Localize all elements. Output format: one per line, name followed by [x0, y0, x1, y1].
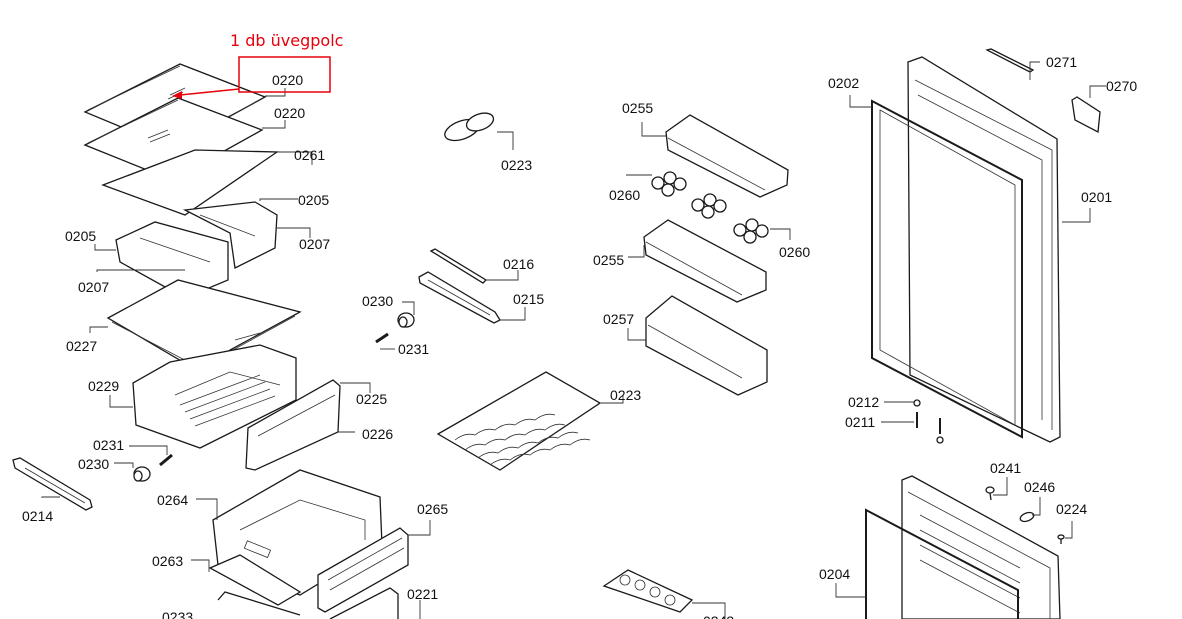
callout-0260[interactable]: 0260: [609, 187, 640, 203]
callout-0255[interactable]: 0255: [622, 100, 653, 116]
freezer-drawer-front-0265: [317, 527, 409, 613]
callout-0241[interactable]: 0241: [990, 460, 1021, 476]
freezer-door: [901, 475, 1061, 619]
door-shelf-0255-middle: [643, 219, 767, 303]
callout-0271[interactable]: 0271: [1046, 54, 1077, 70]
strip-0216: [429, 248, 488, 284]
rail-0214: [12, 457, 93, 511]
callout-0263[interactable]: 0263: [152, 553, 183, 569]
part-0224: [1057, 534, 1065, 544]
callout-0231[interactable]: 0231: [398, 341, 429, 357]
callout-0211[interactable]: 0211: [845, 414, 875, 430]
callout-0207[interactable]: 0207: [299, 236, 330, 252]
callout-0214[interactable]: 0214: [22, 508, 53, 524]
callout-0264[interactable]: 0264: [157, 492, 188, 508]
small-drawers-0205: [115, 201, 278, 299]
plate-0263: [208, 554, 302, 606]
egg-tray-0260-b: [691, 193, 727, 219]
callout-0220-highlighted[interactable]: 0220: [272, 72, 303, 88]
door-gasket-0202: [871, 99, 1023, 439]
callout-0220[interactable]: 0220: [274, 105, 305, 121]
leader-lines: [41, 61, 1106, 619]
highlight-box: [238, 56, 331, 93]
freezer-gasket-0204: [865, 508, 1019, 619]
callout-0261[interactable]: 0261: [294, 147, 325, 163]
pin-0231-left: [159, 453, 173, 467]
part-0241: [985, 486, 995, 501]
annotation-text: 1 db üvegpolc: [230, 31, 343, 50]
callout-labels: 0220 0220 0261 0205 0205 0207 0207 0227 …: [22, 54, 1137, 619]
callout-0226[interactable]: 0226: [362, 426, 393, 442]
callout-0205[interactable]: 0205: [298, 192, 329, 208]
callout-0223[interactable]: 0223: [501, 157, 532, 173]
callout-0207[interactable]: 0207: [78, 279, 109, 295]
callout-0265[interactable]: 0265: [417, 501, 448, 517]
crisper-drawer-0229: [132, 344, 297, 449]
label-0271: [985, 48, 1035, 73]
control-panel-0270: [1071, 96, 1101, 134]
callout-0205[interactable]: 0205: [65, 228, 96, 244]
callout-0201[interactable]: 0201: [1081, 189, 1112, 205]
arrow-line: [179, 88, 240, 96]
callout-0255[interactable]: 0255: [593, 252, 624, 268]
bottle-rack-0223: [436, 371, 602, 471]
hinge-pin-0211: [916, 412, 944, 444]
egg-tray-0260-a: [651, 171, 687, 197]
callout-0223[interactable]: 0223: [610, 387, 641, 403]
egg-tray-0260-c: [733, 218, 769, 244]
callout-0212[interactable]: 0212: [848, 394, 879, 410]
fridge-door-0201: [907, 56, 1061, 443]
callout-0230[interactable]: 0230: [362, 293, 393, 309]
bottle-holder-0223: [444, 112, 495, 142]
callout-0260[interactable]: 0260: [779, 244, 810, 260]
callout-0204[interactable]: 0204: [819, 566, 850, 582]
door-shelf-0255-top: [665, 114, 789, 198]
arrow-head-icon: [172, 91, 182, 99]
callout-0229[interactable]: 0229: [88, 378, 119, 394]
callout-0224[interactable]: 0224: [1056, 501, 1087, 517]
callout-0231[interactable]: 0231: [93, 437, 124, 453]
roller-0230-left: [133, 466, 151, 482]
callout-0202[interactable]: 0202: [828, 75, 859, 91]
callout-0233[interactable]: 0233: [162, 609, 193, 619]
pin-0231-middle: [375, 332, 389, 344]
roller-0230-middle: [397, 312, 415, 328]
callout-0225[interactable]: 0225: [356, 391, 387, 407]
part-0246: [1019, 511, 1035, 523]
glass-shelf-0220-second: [83, 97, 264, 181]
callout-0221[interactable]: 0221: [407, 586, 438, 602]
callout-0257[interactable]: 0257: [603, 311, 634, 327]
callout-0215[interactable]: 0215: [513, 291, 544, 307]
callout-0243[interactable]: 0243: [703, 613, 734, 619]
callout-0270[interactable]: 0270: [1106, 78, 1137, 94]
hinge-pin-0212: [913, 399, 921, 407]
door-shelf-0257: [645, 295, 768, 396]
freezer-drawer-lower: [217, 587, 399, 619]
callout-0246[interactable]: 0246: [1024, 479, 1055, 495]
callout-0230[interactable]: 0230: [78, 456, 109, 472]
red-annotation: 1 db üvegpolc: [172, 31, 343, 99]
egg-tray-0243: [602, 569, 694, 613]
callout-0216[interactable]: 0216: [503, 256, 534, 272]
callout-0227[interactable]: 0227: [66, 338, 97, 354]
